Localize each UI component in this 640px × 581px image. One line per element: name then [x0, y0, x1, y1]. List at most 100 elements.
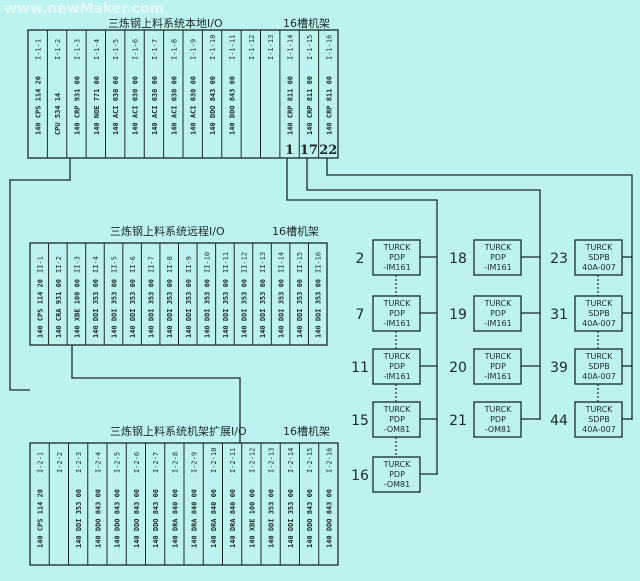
slot-label: I-1-13	[267, 35, 275, 60]
slot-network-number: 22	[319, 143, 337, 158]
module-name: 140 CPS 114 20	[36, 279, 44, 338]
slot-network-number: 17	[300, 143, 318, 158]
slot-label: I-1-12	[248, 35, 256, 60]
node-number: 23	[550, 251, 568, 267]
module-name: 140 CRA 931 00	[55, 279, 63, 338]
slot-label: II-12	[240, 252, 248, 273]
rack-slot[interactable]: I-2-2	[48, 443, 64, 565]
rack-size: 16槽机架	[283, 16, 330, 30]
slot-label: I-2-1	[37, 452, 45, 473]
node-model-text: SDPB	[588, 253, 610, 262]
rack-title: 三炼钢上料系统机架扩展I/O	[110, 424, 247, 438]
slot-label: I-1-10	[209, 35, 217, 60]
node-model-text: SDPB	[588, 362, 610, 371]
slot-label: II-14	[278, 252, 286, 273]
node-model-text: -IM161	[383, 263, 410, 272]
module-name: 140 DDO 843 00	[306, 489, 314, 548]
node-model-text: TURCK	[383, 405, 411, 414]
rack-slot[interactable]: I-1-13	[260, 30, 276, 158]
rack-slot[interactable]: II-2 140 CRA 931 00	[48, 243, 63, 345]
slot-label: I-1-3	[73, 39, 81, 60]
node-model-text: PDP	[490, 415, 506, 424]
node-number: 11	[351, 360, 369, 376]
module-name: 140 DRA 840 00	[171, 489, 179, 548]
node-model-text: -IM161	[484, 319, 511, 328]
node-number: 2	[356, 251, 365, 267]
slot-label: I-1-16	[325, 35, 333, 60]
node-model-text: TURCK	[484, 352, 512, 361]
slot-label: II-2	[55, 256, 63, 273]
rack-slot[interactable]: I-1-12	[240, 30, 256, 158]
node-number: 44	[550, 413, 568, 429]
module-name: 140 NOE 771 00	[93, 76, 101, 135]
node-number: 16	[351, 468, 369, 484]
slot-label: I-2-4	[94, 452, 102, 473]
slot-label: I-1-4	[93, 39, 101, 60]
module-name: 140 DDI 353 00	[315, 279, 323, 338]
rack-slot[interactable]: I-1-4 140 NOE 771 00	[85, 30, 101, 158]
node-number: 31	[550, 307, 568, 323]
slot-label: I-2-11	[229, 448, 237, 473]
node-model-text: PDP	[490, 253, 506, 262]
module-name: 140 CRP 811 00	[325, 76, 333, 135]
module-name: 140 DDO 843 00	[152, 489, 160, 548]
rack-slot[interactable]: I-1-16 140 CRP 811 00 22	[318, 30, 338, 158]
